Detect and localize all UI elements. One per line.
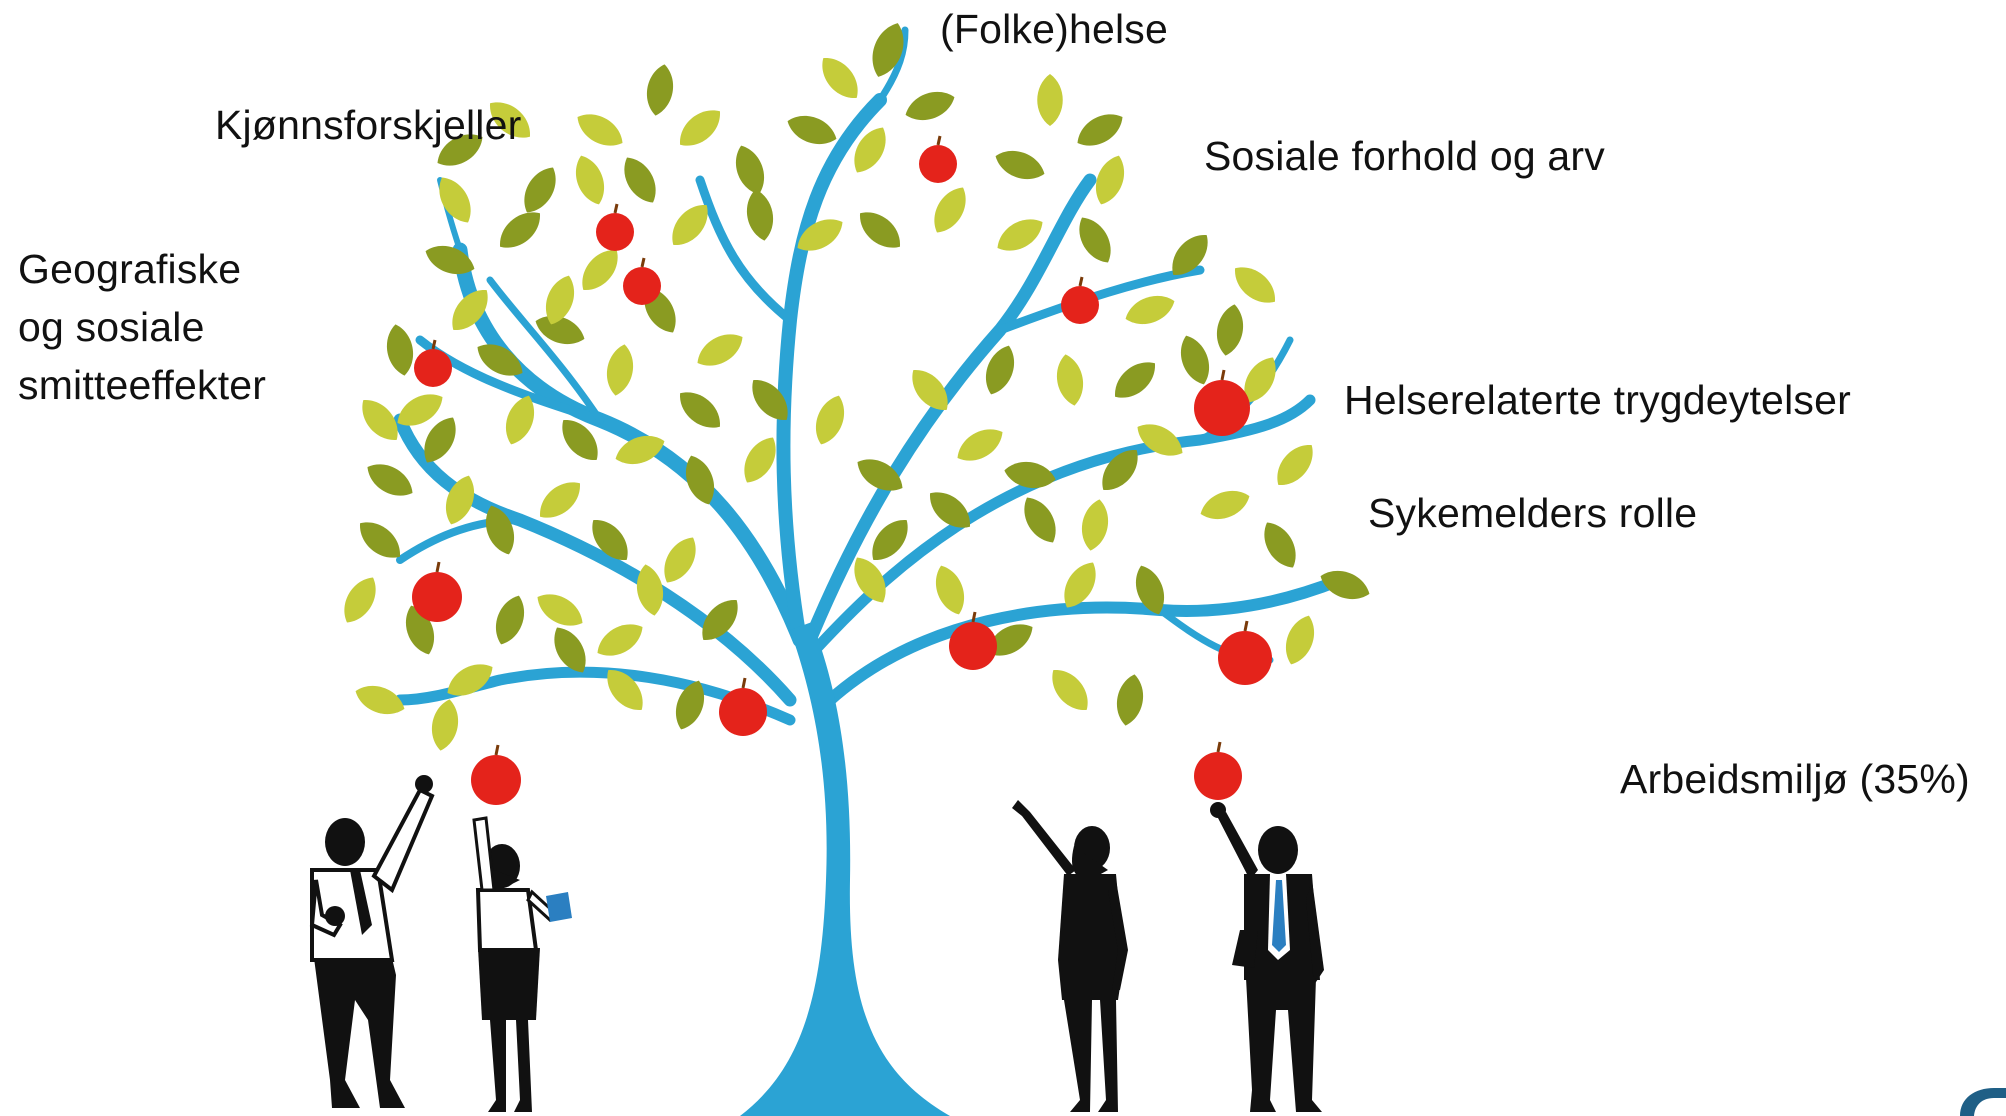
apple-icon <box>412 561 462 622</box>
corner-logo-fragment <box>1960 1088 2006 1116</box>
businesswoman-silhouette-icon <box>1012 800 1128 1112</box>
apple-icon <box>1194 369 1250 436</box>
apple-icon <box>414 339 452 387</box>
apples <box>412 135 1272 805</box>
label-arbeidsmiljo: Arbeidsmiljø (35%) <box>1620 756 1970 802</box>
label-geografiske-line-3: smitteeffekter <box>18 362 267 408</box>
label-sykemelder: Sykemelders rolle <box>1368 490 1698 536</box>
label-geografiske-line-1: Geografiske <box>18 246 242 292</box>
apple-icon <box>919 135 957 183</box>
tree-trunk <box>740 622 950 1116</box>
apple-icon <box>596 203 634 251</box>
apple-icon <box>1061 276 1099 324</box>
businessman-silhouette-icon <box>1210 802 1324 1112</box>
apple-icon <box>949 611 997 670</box>
label-sosiale-forhold: Sosiale forhold og arv <box>1204 133 1605 179</box>
apple-icon <box>1194 741 1242 800</box>
apple-icon <box>1218 620 1272 685</box>
apple-icon <box>623 257 661 305</box>
label-helserelaterte: Helserelaterte trygdeytelser <box>1344 377 1851 423</box>
businesswoman-silhouette-icon <box>472 816 572 1112</box>
label-kjonnsforskjeller: Kjønnsforskjeller <box>215 102 522 148</box>
label-folkehelse: (Folke)helse <box>940 6 1168 52</box>
apple-icon <box>719 677 767 736</box>
label-geografiske-line-2: og sosiale <box>18 304 205 350</box>
apple-icon <box>471 744 521 805</box>
businessman-silhouette-icon <box>309 775 435 1108</box>
